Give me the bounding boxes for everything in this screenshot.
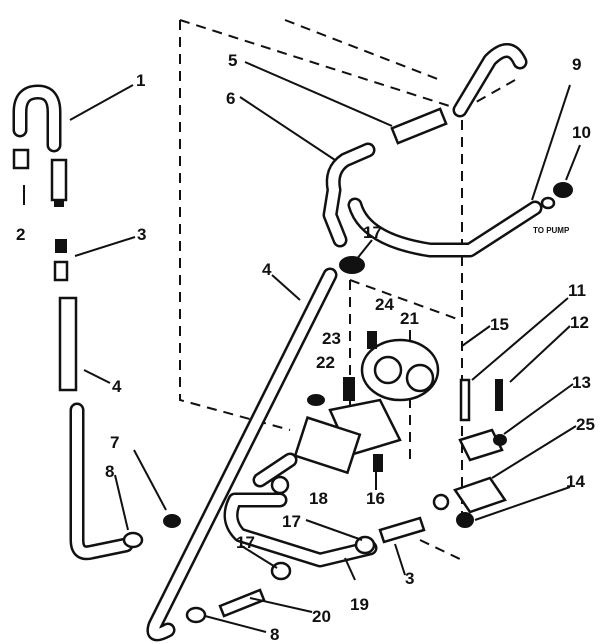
screw-11 (459, 378, 471, 422)
callout-2: 2 (16, 225, 25, 244)
callout-19: 19 (350, 595, 369, 614)
hose-19 (223, 452, 378, 568)
callout-21: 21 (400, 309, 419, 328)
hose-4-mid (146, 267, 338, 642)
hose-9 (347, 43, 543, 258)
fitting-3-bottom (378, 516, 426, 544)
callout-labels: 1 2 3 4 5 6 4 7 8 8 9 10 11 12 13 14 15 … (16, 51, 595, 644)
callout-25: 25 (576, 415, 595, 434)
callout-15: 15 (490, 315, 509, 334)
callout-13: 13 (572, 373, 591, 392)
clamp-16-part (270, 454, 383, 495)
callout-10: 10 (572, 123, 591, 142)
connector-20 (185, 588, 266, 624)
clamp-17-lower-mid (354, 535, 376, 555)
callout-22: 22 (316, 353, 335, 372)
connector-3 (53, 239, 69, 282)
hose-4-left (58, 296, 134, 561)
callout-17-top: 17 (363, 223, 382, 242)
callout-24: 24 (375, 295, 394, 314)
bracket-25 (453, 476, 507, 514)
connector-2 (12, 148, 68, 207)
hose-1 (12, 84, 62, 153)
callout-11: 11 (568, 281, 586, 300)
clamp-8-left (122, 531, 144, 549)
callout-17-lower-left: 17 (236, 533, 255, 552)
callout-7: 7 (110, 433, 119, 452)
callout-1: 1 (136, 71, 145, 90)
callout-16: 16 (366, 489, 385, 508)
callout-3-left: 3 (137, 225, 146, 244)
callout-8-bottom: 8 (270, 625, 279, 644)
callout-5: 5 (228, 51, 237, 70)
screw-12 (495, 379, 503, 411)
clamp-7 (163, 514, 181, 528)
callout-20: 20 (312, 607, 331, 626)
callout-14: 14 (566, 472, 585, 491)
leader-lines (23, 61, 581, 633)
callout-12: 12 (570, 313, 589, 332)
clamp-10 (540, 182, 573, 210)
valve-assembly (293, 256, 440, 475)
callout-4-mid: 4 (262, 260, 272, 279)
callout-3-bottom: 3 (405, 569, 414, 588)
callout-9: 9 (572, 55, 581, 74)
hose-6 (322, 107, 448, 248)
callout-8-left: 8 (105, 462, 114, 481)
callout-18: 18 (309, 489, 328, 508)
callout-4-left: 4 (112, 377, 122, 396)
callout-6: 6 (226, 89, 235, 108)
clamp-14 (432, 493, 474, 528)
bracket-13 (458, 428, 507, 462)
to-pump-label: TO PUMP (533, 226, 570, 235)
callout-17-lower-mid: 17 (282, 512, 301, 531)
callout-23: 23 (322, 329, 341, 348)
